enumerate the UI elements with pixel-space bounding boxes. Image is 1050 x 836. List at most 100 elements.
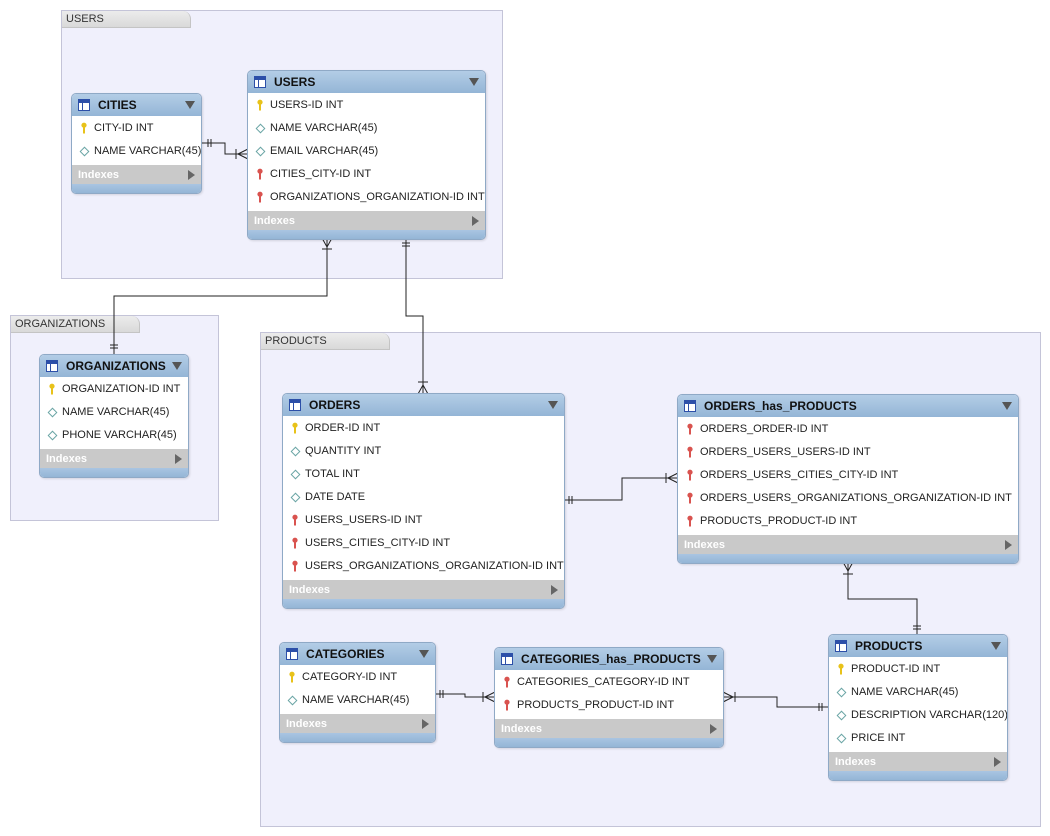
diamond-icon [78, 145, 90, 157]
table-column[interactable]: NAME VARCHAR(45) [72, 139, 201, 162]
table-column[interactable]: USERS-ID INT [248, 93, 485, 116]
table-header[interactable]: ORDERS_has_PRODUCTS [678, 395, 1018, 417]
table-header[interactable]: PRODUCTS [829, 635, 1007, 657]
caret-down-icon[interactable] [548, 401, 558, 409]
caret-down-icon[interactable] [185, 101, 195, 109]
table-column[interactable]: PRODUCTS_PRODUCT-ID INT [495, 693, 723, 716]
caret-right-icon[interactable] [422, 718, 429, 729]
table-column[interactable]: ORGANIZATIONS_ORGANIZATION-ID INT [248, 185, 485, 208]
column-label: CATEGORY-ID INT [302, 670, 398, 683]
caret-right-icon[interactable] [710, 723, 717, 734]
caret-down-icon[interactable] [172, 362, 182, 370]
table-column[interactable]: ORDERS_USERS_USERS-ID INT [678, 440, 1018, 463]
caret-down-icon[interactable] [1002, 402, 1012, 410]
key-icon [838, 663, 844, 674]
table-column[interactable]: PRODUCT-ID INT [829, 657, 1007, 680]
indexes-bar[interactable]: Indexes [40, 449, 188, 468]
table-column[interactable]: DESCRIPTION VARCHAR(120) [829, 703, 1007, 726]
caret-right-icon[interactable] [175, 453, 182, 464]
indexes-bar[interactable]: Indexes [248, 211, 485, 230]
table-categories[interactable]: CATEGORIES CATEGORY-ID INT NAME VARCHAR(45… [279, 642, 436, 743]
indexes-label: Indexes [254, 214, 295, 227]
column-label: DATE DATE [305, 490, 366, 503]
relationship-users-orders[interactable] [402, 238, 429, 395]
table-column[interactable]: DATE DATE [283, 485, 564, 508]
table-column[interactable]: ORDERS_USERS_ORGANIZATIONS_ORGANIZATION-… [678, 486, 1018, 509]
table-header[interactable]: ORDERS [283, 394, 564, 416]
column-label: CATEGORIES_CATEGORY-ID INT [517, 675, 690, 688]
table-column[interactable]: ORDERS_USERS_CITIES_CITY-ID INT [678, 463, 1018, 486]
relationship-products-orders-has-products[interactable] [842, 561, 921, 635]
relationship-orders-orders-has-products[interactable] [564, 472, 679, 504]
table-column[interactable]: ORDERS_ORDER-ID INT [678, 417, 1018, 440]
foreign-key-icon [504, 676, 510, 687]
table-footer [280, 733, 435, 742]
table-header[interactable]: CITIES [72, 94, 201, 116]
table-column[interactable]: PHONE VARCHAR(45) [40, 423, 188, 446]
table-name: CATEGORIES_has_PRODUCTS [521, 652, 701, 666]
table-column[interactable]: USERS_ORGANIZATIONS_ORGANIZATION-ID INT [283, 554, 564, 577]
indexes-bar[interactable]: Indexes [280, 714, 435, 733]
table-users[interactable]: USERS USERS-ID INT NAME VARCHAR(45)EMAIL V… [247, 70, 486, 240]
table-column[interactable]: TOTAL INT [283, 462, 564, 485]
relationship-products-categories-has-products[interactable] [722, 691, 829, 711]
table-column[interactable]: CATEGORIES_CATEGORY-ID INT [495, 670, 723, 693]
table-column[interactable]: EMAIL VARCHAR(45) [248, 139, 485, 162]
table-column[interactable]: NAME VARCHAR(45) [829, 680, 1007, 703]
table-column[interactable]: CITIES_CITY-ID INT [248, 162, 485, 185]
table-name: ORDERS_has_PRODUCTS [704, 399, 857, 413]
caret-down-icon[interactable] [469, 78, 479, 86]
caret-down-icon[interactable] [707, 655, 717, 663]
indexes-bar[interactable]: Indexes [283, 580, 564, 599]
table-column[interactable]: USERS_USERS-ID INT [283, 508, 564, 531]
indexes-bar[interactable]: Indexes [829, 752, 1007, 771]
table-header[interactable]: USERS [248, 71, 485, 93]
table-icon [835, 640, 847, 652]
foreign-key-icon [687, 423, 693, 434]
table-categories-has-products[interactable]: CATEGORIES_has_PRODUCTS CATEGORIES_CATEGO… [494, 647, 724, 748]
relationship-cities-users[interactable] [201, 139, 249, 160]
column-label: USERS-ID INT [270, 98, 344, 111]
table-column[interactable]: CITY-ID INT [72, 116, 201, 139]
column-label: USERS_CITIES_CITY-ID INT [305, 536, 451, 549]
indexes-bar[interactable]: Indexes [72, 165, 201, 184]
table-column[interactable]: NAME VARCHAR(45) [40, 400, 188, 423]
table-column[interactable]: USERS_CITIES_CITY-ID INT [283, 531, 564, 554]
table-column[interactable]: QUANTITY INT [283, 439, 564, 462]
foreign-key-icon [292, 537, 298, 548]
column-label: NAME VARCHAR(45) [851, 685, 959, 698]
column-label: PRICE INT [851, 731, 906, 744]
indexes-bar[interactable]: Indexes [678, 535, 1018, 554]
column-list: USERS-ID INT NAME VARCHAR(45)EMAIL VARCHA… [248, 93, 485, 208]
indexes-label: Indexes [286, 717, 327, 730]
table-header[interactable]: CATEGORIES [280, 643, 435, 665]
table-footer [495, 738, 723, 747]
table-column[interactable]: NAME VARCHAR(45) [280, 688, 435, 711]
caret-right-icon[interactable] [188, 169, 195, 180]
table-column[interactable]: ORGANIZATION-ID INT [40, 377, 188, 400]
caret-down-icon[interactable] [991, 642, 1001, 650]
caret-right-icon[interactable] [551, 584, 558, 595]
relationship-organizations-users[interactable] [110, 237, 333, 354]
table-column[interactable]: PRICE INT [829, 726, 1007, 749]
diamond-icon [835, 686, 847, 698]
indexes-bar[interactable]: Indexes [495, 719, 723, 738]
caret-right-icon[interactable] [1005, 539, 1012, 550]
relationship-categories-categories-has-products[interactable] [435, 690, 496, 703]
table-column[interactable]: CATEGORY-ID INT [280, 665, 435, 688]
table-column[interactable]: PRODUCTS_PRODUCT-ID INT [678, 509, 1018, 532]
table-column[interactable]: NAME VARCHAR(45) [248, 116, 485, 139]
table-header[interactable]: ORGANIZATIONS [40, 355, 188, 377]
table-header[interactable]: CATEGORIES_has_PRODUCTS [495, 648, 723, 670]
diamond-icon [254, 145, 266, 157]
caret-down-icon[interactable] [419, 650, 429, 658]
table-column[interactable]: ORDER-ID INT [283, 416, 564, 439]
caret-right-icon[interactable] [994, 756, 1001, 767]
caret-right-icon[interactable] [472, 215, 479, 226]
